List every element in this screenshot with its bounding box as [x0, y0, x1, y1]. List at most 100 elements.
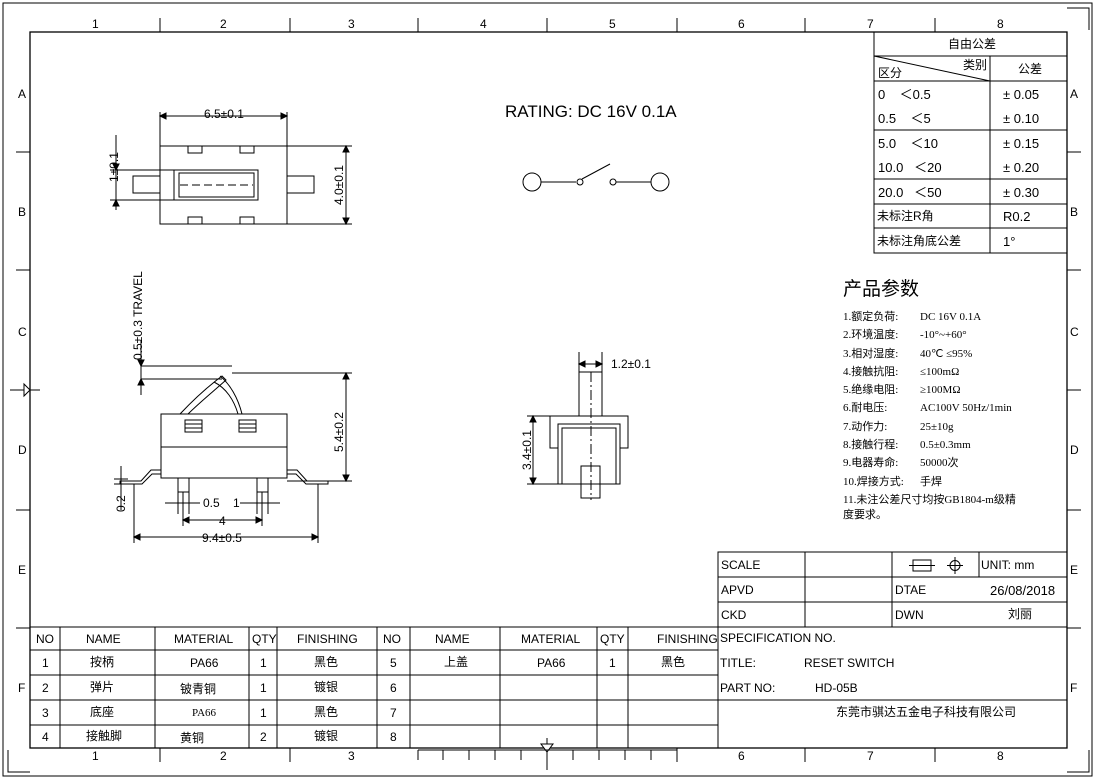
- param-row: 6.耐电压: AC100V 50Hz/1min: [843, 399, 1063, 417]
- bom-cell-name: 按柄: [90, 655, 115, 669]
- title-label: TITLE:: [720, 656, 757, 670]
- tolerance-range: 0.5 ＜5: [878, 111, 931, 126]
- bom-cell-name: 接触脚: [86, 729, 123, 743]
- param-key: 6.耐电压:: [843, 402, 888, 415]
- col-label-bottom: 7: [867, 749, 874, 763]
- dim-top-slot: 1±0.1: [107, 152, 121, 182]
- bom-cell-no: 5: [390, 656, 397, 670]
- bom-cell-no: 7: [390, 706, 397, 720]
- param-key: 3.相对湿度:: [843, 347, 899, 360]
- tolerance-range: 未标注R角: [877, 209, 934, 223]
- dim-1: 1: [233, 496, 240, 510]
- company-name: 东莞市骐达五金电子科技有限公司: [836, 705, 1017, 719]
- bom-table-grid: [30, 626, 718, 748]
- bom-cell-material: PA66: [190, 656, 219, 670]
- bom-header: MATERIAL: [521, 632, 581, 646]
- param-row: 10.焊接方式:手焊: [843, 473, 1063, 491]
- bom-cell-finishing: 黑色: [661, 655, 686, 669]
- dim-4: 4: [219, 514, 226, 528]
- top-view: [110, 112, 352, 226]
- param-value: -10°~+60°: [920, 329, 967, 342]
- dim-0-5: 0.5: [203, 496, 220, 510]
- tolerance-range: 20.0 ＜50: [878, 185, 942, 200]
- dim-end-height: 3.4±0.1: [520, 430, 534, 470]
- param-row: 3.相对湿度: 40℃ ≤95%: [843, 345, 1063, 363]
- tolerance-range: 10.0 ＜20: [878, 160, 942, 175]
- col-label: 2: [220, 17, 227, 31]
- param-key: 8.接触行程:: [843, 439, 899, 452]
- date-value: 26/08/2018: [990, 583, 1056, 598]
- params-list: 1.额定负荷:DC 16V 0.1A 2.环境温度: -10°~+60° 3.相对…: [843, 308, 1063, 521]
- param-key: 1.额定负荷:: [843, 311, 899, 323]
- col-label: 1: [92, 17, 99, 31]
- bom-cell-material: PA66: [192, 707, 217, 719]
- param-value: 25±10g: [920, 420, 954, 433]
- bom-cell-qty: 1: [609, 656, 616, 670]
- dim-9-4: 9.4±0.5: [202, 531, 242, 545]
- bom-header: QTY: [252, 632, 277, 646]
- param-value: ≥100MΩ: [920, 384, 961, 397]
- switch-symbol: [522, 163, 670, 192]
- bom-cell-qty: 1: [260, 706, 267, 720]
- row-label-right: E: [1070, 563, 1079, 577]
- centering-mark-bottom: [417, 738, 678, 770]
- param-row: 1.额定负荷:DC 16V 0.1A: [843, 308, 1063, 326]
- col-label-bottom: 2: [220, 749, 227, 763]
- param-value: 50000次: [920, 457, 959, 470]
- param-key: 10.焊接方式:: [843, 475, 904, 488]
- bom-cell-no: 4: [42, 730, 49, 744]
- bom-cell-name: 上盖: [444, 655, 469, 669]
- bom-header: FINISHING: [297, 632, 358, 646]
- drawer-name: 刘丽: [1008, 607, 1033, 621]
- col-label: 8: [997, 17, 1004, 31]
- row-label-right: D: [1070, 443, 1079, 457]
- param-row: 9.电器寿命:50000次: [843, 454, 1063, 472]
- bom-cell-no: 6: [390, 681, 397, 695]
- tolerance-value: R0.2: [1003, 209, 1031, 224]
- tolerance-hdr-tol: 公差: [1018, 62, 1043, 76]
- bom-cell-finishing: 黑色: [314, 655, 339, 669]
- bom-cell-qty: 2: [260, 730, 267, 744]
- col-label-bottom: 1: [92, 749, 99, 763]
- dim-side-height: 5.4±0.2: [332, 412, 346, 452]
- tolerance-hdr-zone: 区分: [878, 66, 903, 80]
- dim-top-height: 4.0±0.1: [332, 165, 346, 205]
- param-row: 2.环境温度: -10°~+60°: [843, 326, 1063, 344]
- row-label-right: A: [1070, 87, 1079, 101]
- col-label-bottom: 3: [348, 749, 355, 763]
- bom-header: MATERIAL: [174, 632, 234, 646]
- param-key: 2.环境温度:: [843, 329, 899, 342]
- date-label: DTAE: [895, 583, 927, 597]
- bom-cell-no: 2: [42, 681, 49, 695]
- params-title: 产品参数: [843, 279, 920, 300]
- dim-end-width: 1.2±0.1: [611, 357, 651, 371]
- param-value: 40℃ ≤95%: [920, 347, 973, 360]
- centering-mark-left: [10, 382, 40, 398]
- bom-cell-name: 弹片: [90, 680, 115, 694]
- tolerance-value: 1°: [1003, 234, 1016, 249]
- scale-label: SCALE: [721, 558, 761, 572]
- rating-label: RATING: DC 16V 0.1A: [505, 102, 677, 121]
- bom-header: NAME: [435, 632, 470, 646]
- col-label: 6: [738, 17, 745, 31]
- col-label: 3: [348, 17, 355, 31]
- param-value: AC100V 50Hz/1min: [920, 402, 1012, 415]
- part-label: PART NO:: [720, 681, 776, 695]
- title-value: RESET SWITCH: [804, 656, 895, 670]
- param-row: 8.接触行程:0.5±0.3mm: [843, 436, 1063, 454]
- spec-label: SPECIFICATION NO.: [720, 631, 836, 645]
- tolerance-value: ± 0.20: [1003, 160, 1040, 175]
- row-label-right: F: [1070, 681, 1078, 695]
- param-note-1: 11.未注公差尺寸均按GB1804-m级精: [843, 493, 1016, 506]
- part-value: HD-05B: [815, 681, 858, 695]
- tolerance-value: ± 0.10: [1003, 111, 1040, 126]
- param-key: 5.绝缘电阻:: [843, 384, 899, 397]
- bom-cell-qty: 1: [260, 681, 267, 695]
- col-label-bottom: 6: [738, 749, 745, 763]
- dim-top-width: 6.5±0.1: [204, 107, 244, 121]
- dim-travel: 0.5±0.3 TRAVEL: [131, 271, 145, 360]
- param-value: ≤100mΩ: [920, 365, 960, 378]
- ckd-label: CKD: [721, 608, 747, 622]
- apvd-label: APVD: [721, 583, 754, 597]
